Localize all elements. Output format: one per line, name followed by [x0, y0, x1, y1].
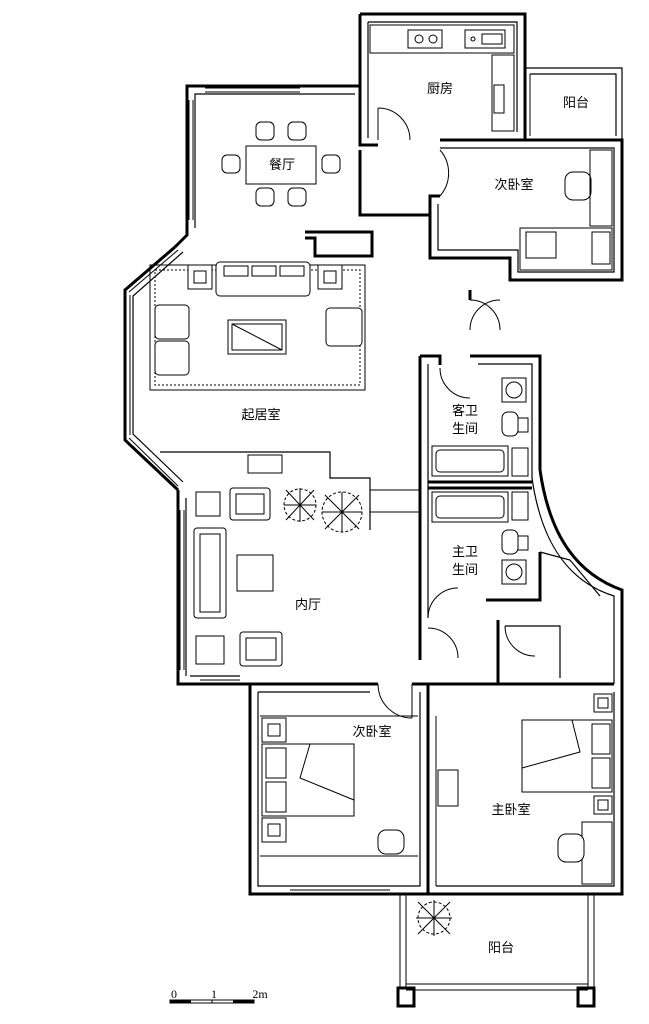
- bathtub-master: [431, 491, 509, 523]
- chair-north: [564, 171, 592, 201]
- label-dining: 餐厅: [269, 157, 295, 173]
- tv-cabinet: [247, 454, 283, 474]
- stove: [407, 29, 443, 49]
- scale-bar: 0 1 2m: [169, 987, 268, 1004]
- living-furniture: [149, 261, 366, 474]
- scale-tick-0: 0: [171, 987, 177, 1001]
- kitchen-side-counter: [491, 54, 515, 132]
- dining-table-set: [221, 121, 341, 207]
- bedroom-north-walls: [428, 138, 624, 282]
- living-south-wall: [160, 451, 420, 530]
- bathtub-guest: [431, 445, 509, 477]
- label-inner-hall: 内厅: [295, 597, 321, 613]
- bed-north: [519, 227, 613, 271]
- label-balcony-bottom: 阳台: [488, 941, 514, 956]
- east-curved-wall: [496, 469, 624, 690]
- wardrobe: [437, 769, 459, 807]
- plants-hall: [283, 488, 363, 533]
- bedroom-south-walls: [248, 682, 430, 896]
- chair-south: [377, 829, 405, 855]
- label-kitchen: 厨房: [427, 81, 453, 97]
- label-guest-bath-1: 客卫: [452, 403, 478, 419]
- scale-tick-2m: 2m: [252, 987, 268, 1001]
- bed-south: [261, 743, 355, 817]
- master-bedroom-walls: [428, 682, 624, 896]
- room-labels: 厨房 阳台 餐厅 次卧室 起居室 客卫 生间 主卫 生间 内厅 次卧室 主卧室 …: [241, 81, 589, 956]
- label-master-bath-1: 主卫: [452, 545, 478, 560]
- inner-hall-walls: [176, 490, 459, 686]
- inner-hall-furniture: [193, 487, 283, 667]
- dining-walls: [173, 84, 430, 249]
- label-master-bedroom: 主卧室: [491, 802, 530, 818]
- balcony-bottom: [396, 894, 596, 1008]
- scale-tick-1: 1: [211, 987, 217, 1001]
- chair-master: [557, 833, 585, 863]
- bathroom-walls: [418, 354, 542, 626]
- label-bedroom-south: 次卧室: [352, 724, 391, 740]
- balcony-top: [525, 67, 623, 140]
- label-master-bath-2: 生间: [452, 563, 478, 578]
- label-balcony-top: 阳台: [563, 96, 589, 111]
- label-bedroom-north: 次卧室: [494, 177, 533, 193]
- label-guest-bath-2: 生间: [452, 422, 478, 437]
- label-living: 起居室: [241, 407, 280, 423]
- kitchen-walls: [358, 12, 527, 147]
